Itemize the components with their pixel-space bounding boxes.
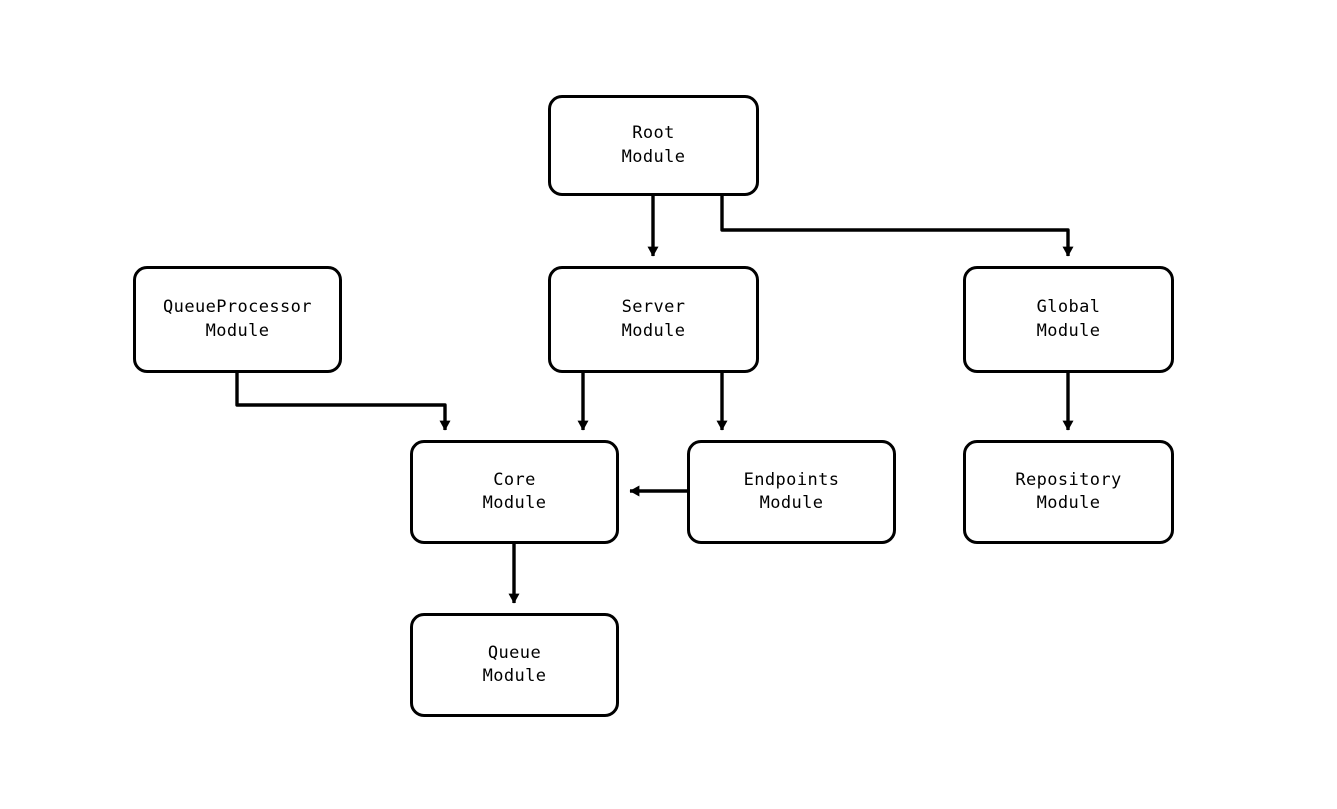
node-server-module[interactable]: Server Module <box>548 266 759 373</box>
edge-queueprocessor-to-core <box>235 373 451 431</box>
node-core-module[interactable]: Core Module <box>410 440 619 544</box>
node-root-module-line1: Root <box>632 123 675 144</box>
node-endpoints-module[interactable]: Endpoints Module <box>687 440 896 544</box>
node-global-module-line2: Module <box>1036 320 1101 341</box>
node-repository-module[interactable]: Repository Module <box>963 440 1174 544</box>
node-server-module-line1: Server <box>621 297 686 318</box>
node-repository-module-line2: Module <box>1036 493 1101 513</box>
node-endpoints-module-line1: Endpoints <box>743 469 840 490</box>
node-core-module-line2: Module <box>482 493 547 513</box>
node-root-module[interactable]: Root Module <box>548 95 759 196</box>
node-endpoints-module-line2: Module <box>759 493 824 513</box>
node-server-module-line2: Module <box>621 320 686 341</box>
node-queueprocessor-module-line1: QueueProcessor <box>163 297 312 318</box>
node-repository-module-line1: Repository <box>1015 469 1122 490</box>
node-queue-module[interactable]: Queue Module <box>410 613 619 717</box>
node-queue-module-line1: Queue <box>487 642 542 663</box>
node-queueprocessor-module-line2: Module <box>205 320 270 341</box>
node-global-module[interactable]: Global Module <box>963 266 1174 373</box>
node-queueprocessor-module[interactable]: QueueProcessor Module <box>133 266 342 373</box>
node-root-module-line2: Module <box>621 146 686 167</box>
node-core-module-line1: Core <box>493 469 536 490</box>
node-global-module-line1: Global <box>1036 297 1101 318</box>
node-queue-module-line2: Module <box>482 666 547 686</box>
edge-root-to-global <box>720 196 1074 257</box>
